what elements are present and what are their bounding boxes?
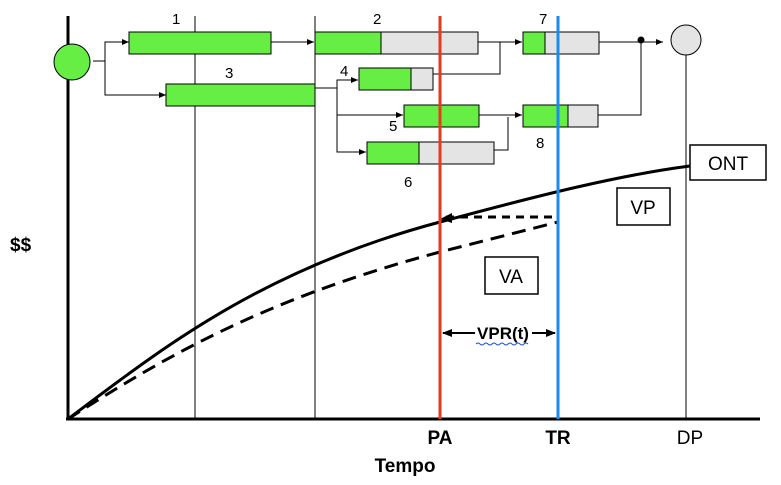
task-1 [128, 31, 272, 55]
merge-dot [637, 36, 645, 44]
task-6 [366, 141, 495, 165]
vpr-label-bg [475, 320, 532, 344]
va-label: VA [499, 267, 523, 288]
dp-label: DP [677, 428, 703, 449]
pa-label: PA [428, 428, 453, 449]
ont-label: ONT [708, 154, 749, 175]
ont-label-box [689, 144, 767, 181]
task-3 [165, 83, 316, 107]
vpr-spellcheck-underline [475, 342, 529, 346]
task-8 [522, 104, 599, 128]
vpr-label: VPR(t) [477, 324, 529, 343]
network-connectors [93, 39, 663, 155]
x-axis-label: Tempo [375, 456, 436, 477]
va-label-box [484, 256, 539, 295]
end-node [670, 24, 702, 56]
task-4 [358, 67, 434, 91]
tr-label: TR [545, 428, 571, 449]
curve-va [67, 220, 559, 421]
start-node [53, 43, 91, 81]
task-6-label: 6 [404, 174, 412, 191]
task-7-label: 7 [539, 11, 547, 28]
task-1-label: 1 [172, 11, 180, 28]
curve-ont [67, 164, 691, 421]
y-axis-label: $$ [10, 235, 32, 256]
task-2 [314, 31, 479, 55]
task-7 [522, 31, 600, 55]
task-3-label: 3 [225, 65, 233, 82]
task-2-label: 2 [373, 11, 381, 28]
vp-label: VP [630, 198, 655, 219]
task-4-label: 4 [340, 63, 348, 80]
vp-label-box [616, 187, 671, 226]
vp-arrow-head [440, 213, 452, 223]
task-8-label: 8 [536, 135, 544, 152]
task-5-label: 5 [389, 118, 397, 135]
